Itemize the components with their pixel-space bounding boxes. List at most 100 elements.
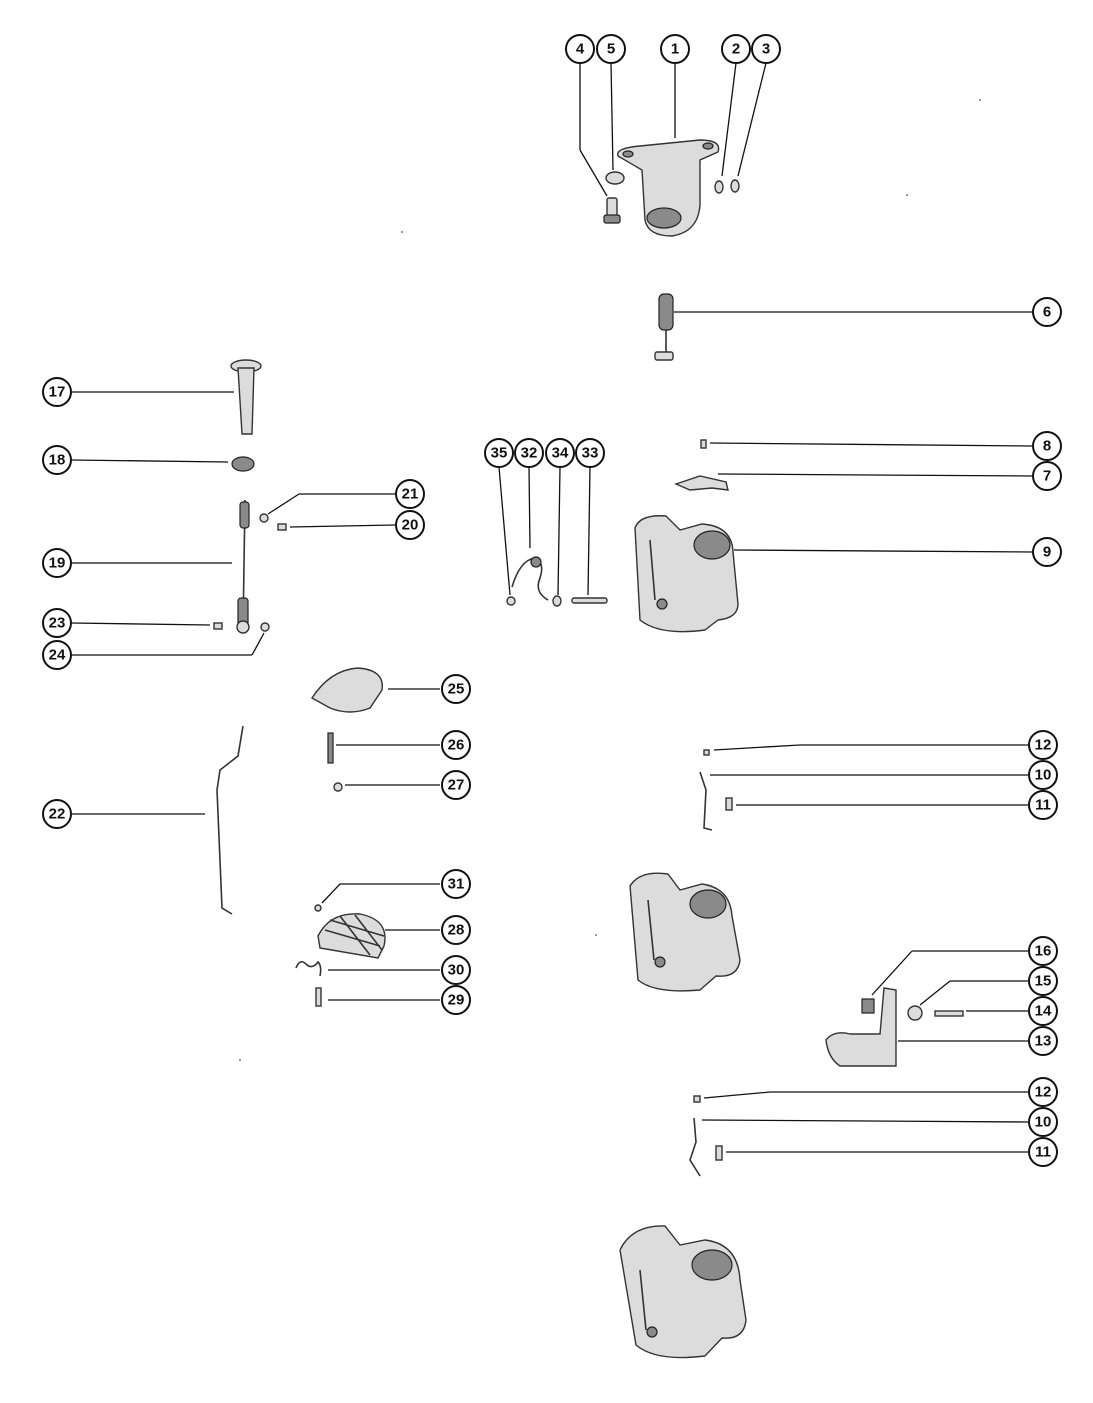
leader-33 (587, 466, 591, 596)
part-28-screen (317, 913, 386, 959)
svg-text:32: 32 (521, 445, 538, 462)
callout-15: 15 (1028, 966, 1058, 996)
part-26-stud (327, 732, 334, 764)
svg-text:5: 5 (607, 41, 615, 58)
part-19-choke-rod (237, 499, 250, 631)
callout-22: 22 (42, 799, 72, 829)
part-14-bolt (934, 1010, 964, 1017)
leader-4b (579, 149, 608, 197)
leader-8 (709, 442, 1033, 447)
part-21-washer (259, 513, 269, 523)
speck (906, 194, 908, 196)
leader-9 (733, 549, 1033, 553)
callout-30: 30 (441, 955, 471, 985)
part-23-screw (213, 622, 223, 630)
leader-3 (737, 62, 767, 177)
part-8-screw (700, 439, 707, 449)
part-24-nut (260, 622, 270, 632)
svg-text:11: 11 (1035, 1144, 1051, 1161)
callout-10-upper: 10 (1028, 760, 1058, 790)
svg-text:24: 24 (49, 647, 66, 664)
callout-2: 2 (721, 34, 751, 64)
callout-20: 20 (395, 510, 425, 540)
leader-20 (289, 524, 396, 528)
part-12-pin-lower (693, 1095, 701, 1103)
callout-5: 5 (596, 34, 626, 64)
svg-text:30: 30 (448, 962, 465, 979)
svg-text:3: 3 (762, 41, 770, 58)
svg-text:16: 16 (1035, 943, 1052, 960)
leader-24b (251, 632, 265, 656)
part-11-screw-upper (725, 797, 733, 811)
leader-12b (703, 1091, 771, 1099)
carburetor-body-lower (619, 1225, 747, 1359)
svg-text:34: 34 (552, 445, 569, 462)
svg-text:12: 12 (1035, 1084, 1052, 1101)
spring-coil-icon (530, 556, 542, 568)
callout-8: 8 (1032, 431, 1062, 461)
callout-29: 29 (441, 985, 471, 1015)
svg-text:29: 29 (448, 992, 465, 1009)
part-30-spring (295, 960, 322, 977)
callout-34: 34 (545, 438, 575, 468)
part-4-screw (603, 197, 621, 224)
leader-5 (610, 62, 614, 171)
svg-text:6: 6 (1043, 304, 1051, 321)
callout-26: 26 (441, 730, 471, 760)
part-3-nut (730, 179, 740, 193)
callout-11-upper: 11 (1028, 790, 1058, 820)
svg-text:9: 9 (1043, 544, 1051, 561)
svg-text:22: 22 (49, 806, 66, 823)
part-15-washer (907, 1005, 923, 1021)
speck (979, 99, 981, 101)
part-10-lever-lower (689, 1117, 701, 1177)
callout-11-lower: 11 (1028, 1137, 1058, 1167)
callout-33: 33 (575, 438, 605, 468)
callout-12-lower: 12 (1028, 1077, 1058, 1107)
svg-text:20: 20 (402, 517, 419, 534)
part-flange-adapter (616, 139, 720, 237)
callout-23: 23 (42, 608, 72, 638)
callout-17: 17 (42, 377, 72, 407)
leader-23 (71, 622, 211, 626)
svg-text:8: 8 (1043, 438, 1051, 455)
callout-7: 7 (1032, 461, 1062, 491)
speck (401, 231, 403, 233)
svg-text:35: 35 (491, 445, 508, 462)
callout-18: 18 (42, 445, 72, 475)
svg-text:26: 26 (448, 737, 465, 754)
leader-7 (717, 473, 1033, 477)
svg-text:17: 17 (49, 384, 66, 401)
carburetor-body-middle (629, 872, 741, 992)
svg-text:27: 27 (448, 777, 465, 794)
part-7-lever (674, 475, 729, 491)
svg-text:13: 13 (1035, 1033, 1052, 1050)
part-29-screw (315, 987, 322, 1007)
svg-text:10: 10 (1035, 767, 1052, 784)
speck (595, 934, 597, 936)
callout-32: 32 (514, 438, 544, 468)
svg-text:18: 18 (49, 452, 66, 469)
part-31-clip (314, 904, 322, 912)
leader-15b (919, 980, 951, 1006)
callout-19: 19 (42, 548, 72, 578)
callout-31: 31 (441, 869, 471, 899)
svg-text:28: 28 (448, 922, 465, 939)
callout-6: 6 (1032, 297, 1062, 327)
leader-12a (713, 744, 801, 751)
part-17-tube (230, 359, 262, 435)
part-35-washer (506, 596, 516, 606)
part-25-bracket (311, 667, 383, 713)
callout-4: 4 (565, 34, 595, 64)
leader-21b (267, 493, 300, 515)
svg-text:2: 2 (732, 41, 740, 58)
part-20-screw (277, 523, 287, 531)
leader-32 (528, 466, 531, 549)
callout-14: 14 (1028, 996, 1058, 1026)
svg-text:11: 11 (1035, 797, 1051, 814)
part-34-washer (552, 595, 562, 607)
part-22-linkage (216, 725, 244, 915)
callout-21: 21 (395, 479, 425, 509)
part-12-pin-upper (703, 749, 710, 756)
